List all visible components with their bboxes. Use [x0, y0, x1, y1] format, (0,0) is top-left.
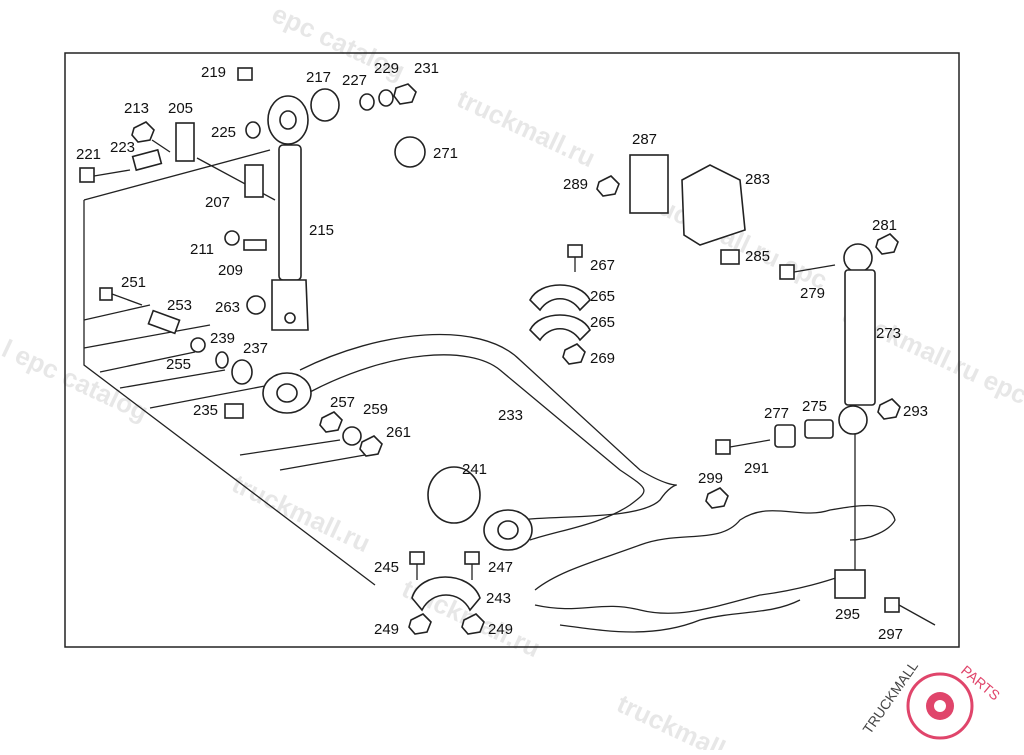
part-label-245: 245 — [374, 559, 399, 576]
stabilizer-bar — [262, 333, 677, 551]
part-label-249b: 249 — [488, 621, 513, 638]
part-label-263: 263 — [215, 299, 240, 316]
shock-absorber-right — [705, 233, 901, 575]
watermark: l epc catalog — [0, 333, 153, 427]
part-label-279: 279 — [800, 285, 825, 302]
part-label-209: 209 — [218, 262, 243, 279]
part-label-265a: 265 — [590, 288, 615, 305]
part-label-277: 277 — [764, 405, 789, 422]
part-label-265b: 265 — [590, 314, 615, 331]
part-label-291: 291 — [744, 460, 769, 477]
part-label-207: 207 — [205, 194, 230, 211]
part-label-253: 253 — [167, 297, 192, 314]
frame-rail — [534, 504, 936, 633]
bracket-parts — [529, 154, 746, 365]
part-label-285: 285 — [745, 248, 770, 265]
part-label-231: 231 — [414, 60, 439, 77]
part-label-293: 293 — [903, 403, 928, 420]
part-label-205: 205 — [168, 100, 193, 117]
part-label-271: 271 — [433, 145, 458, 162]
part-label-261: 261 — [386, 424, 411, 441]
part-label-295: 295 — [835, 606, 860, 623]
part-label-267: 267 — [590, 257, 615, 274]
part-label-287: 287 — [632, 131, 657, 148]
part-label-255: 255 — [166, 356, 191, 373]
logo-text-accent: PARTS — [958, 662, 1003, 703]
truckmall-parts-logo: TRUCKMALL PARTS — [859, 658, 1003, 740]
part-label-243: 243 — [486, 590, 511, 607]
part-label-217: 217 — [306, 69, 331, 86]
part-label-251: 251 — [121, 274, 146, 291]
part-label-283: 283 — [745, 171, 770, 188]
watermark: truckmall.ru — [227, 468, 375, 558]
part-label-289: 289 — [563, 176, 588, 193]
watermark: truckmall.r — [612, 688, 745, 750]
part-label-275: 275 — [802, 398, 827, 415]
part-labels: 219 217 227 229 231 213 205 225 221 223 … — [76, 60, 928, 643]
part-label-299: 299 — [698, 470, 723, 487]
watermark: truckmall.ru — [452, 83, 600, 173]
part-label-219: 219 — [201, 64, 226, 81]
part-label-269: 269 — [590, 350, 615, 367]
part-label-257: 257 — [330, 394, 355, 411]
part-label-273: 273 — [876, 325, 901, 342]
part-label-227: 227 — [342, 72, 367, 89]
logo-text-main: TRUCKMALL — [859, 658, 921, 737]
link-rod-left — [267, 95, 309, 331]
diagram-frame — [64, 52, 960, 648]
part-label-229: 229 — [374, 60, 399, 77]
clamp-parts — [408, 551, 485, 635]
guide-lines — [83, 139, 376, 586]
part-label-211: 211 — [190, 241, 214, 258]
part-label-237: 237 — [243, 340, 268, 357]
part-label-233: 233 — [498, 407, 523, 424]
part-label-241: 241 — [462, 461, 487, 478]
part-label-297: 297 — [878, 626, 903, 643]
part-label-213: 213 — [124, 100, 149, 117]
part-label-247: 247 — [488, 559, 513, 576]
hardware-parts — [79, 67, 481, 524]
part-label-239: 239 — [210, 330, 235, 347]
part-label-223: 223 — [110, 139, 135, 156]
part-label-215: 215 — [309, 222, 334, 239]
part-label-249a: 249 — [374, 621, 399, 638]
part-label-281: 281 — [872, 217, 897, 234]
part-label-259: 259 — [363, 401, 388, 418]
part-label-221: 221 — [76, 146, 101, 163]
part-label-235: 235 — [193, 402, 218, 419]
part-label-225: 225 — [211, 124, 236, 141]
